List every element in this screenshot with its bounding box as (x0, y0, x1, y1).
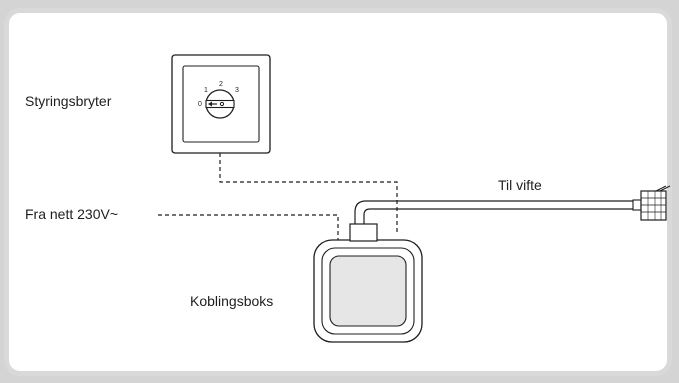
mains-wire-dashed (158, 214, 339, 240)
junction-box-lid (329, 255, 407, 327)
cable-gland (349, 223, 378, 242)
junction-box (313, 223, 423, 343)
switch-knob-dot (219, 101, 225, 107)
switch-knob-pointer-tip (208, 101, 212, 107)
control-switch: 0 1 2 3 (171, 54, 271, 154)
switch-wire-dashed (219, 153, 398, 232)
fan-label: Til vifte (498, 177, 542, 193)
fan-connector-plug (640, 190, 667, 221)
dial-position-1: 1 (204, 87, 208, 94)
mains-label: Fra nett 230V~ (25, 206, 119, 222)
fan-cable (354, 200, 633, 224)
dial-position-2: 2 (219, 81, 223, 88)
junction-box-label: Koblingsboks (190, 293, 274, 309)
fan-connector (632, 185, 671, 221)
dial-position-0: 0 (198, 101, 202, 108)
dial-position-3: 3 (235, 87, 239, 94)
switch-label: Styringsbryter (25, 93, 112, 109)
